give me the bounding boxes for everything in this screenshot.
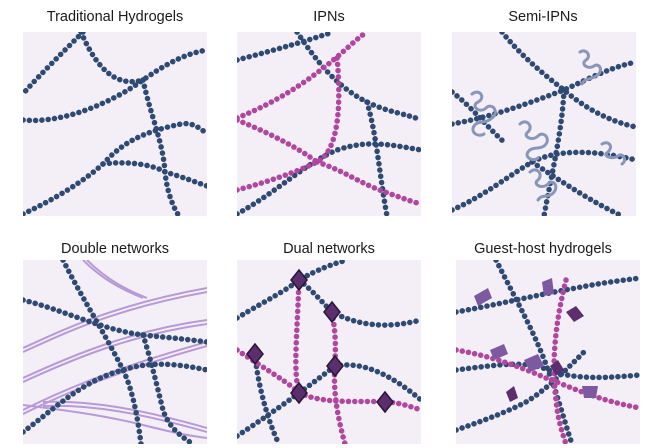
panel-ipns — [237, 32, 421, 216]
network-diagram — [456, 260, 640, 444]
crosslink-diamond — [376, 390, 394, 414]
primary-network — [237, 32, 421, 216]
panel-title-dual-networks: Dual networks — [283, 241, 375, 257]
secondary-network — [237, 32, 421, 207]
guest-molecule — [506, 386, 518, 402]
panel-guest-host-hydrogels — [456, 260, 640, 444]
network-diagram — [23, 260, 207, 444]
primary-network — [23, 260, 207, 444]
crosslink-diamond — [290, 381, 308, 405]
panel-semi-ipns — [452, 32, 636, 216]
crosslink-diamond — [323, 300, 341, 324]
host-cup — [542, 278, 554, 296]
primary-network — [237, 260, 421, 444]
host-cup — [524, 354, 544, 372]
guest-host-complexes — [474, 278, 598, 402]
guest-molecule — [550, 360, 564, 376]
primary-network — [456, 260, 640, 444]
network-diagram — [237, 32, 421, 216]
free-polymer-coils — [470, 49, 626, 202]
panel-title-ipns: IPNs — [313, 9, 345, 25]
host-cup — [490, 344, 508, 360]
network-diagram — [237, 260, 421, 444]
network-diagram — [452, 32, 636, 216]
crosslink-diamond — [246, 342, 264, 366]
crosslink-diamond — [290, 268, 308, 292]
panel-double-networks — [23, 260, 207, 444]
double-network-chains — [23, 260, 207, 439]
network-diagram — [23, 32, 207, 216]
primary-network — [23, 32, 207, 216]
crosslink-diamond — [326, 354, 344, 378]
panel-traditional-hydrogels — [23, 32, 207, 216]
panel-dual-networks — [237, 260, 421, 444]
panel-title-double-networks: Double networks — [61, 241, 169, 257]
crosslinks — [246, 268, 394, 414]
secondary-network — [456, 277, 640, 444]
guest-molecule — [566, 306, 584, 322]
panel-title-traditional-hydrogels: Traditional Hydrogels — [46, 9, 184, 25]
panel-title-semi-ipns: Semi-IPNs — [508, 9, 578, 25]
host-cup — [582, 386, 598, 398]
panel-title-guest-host-hydrogels: Guest-host hydrogels — [474, 241, 612, 257]
host-cup — [474, 288, 492, 306]
